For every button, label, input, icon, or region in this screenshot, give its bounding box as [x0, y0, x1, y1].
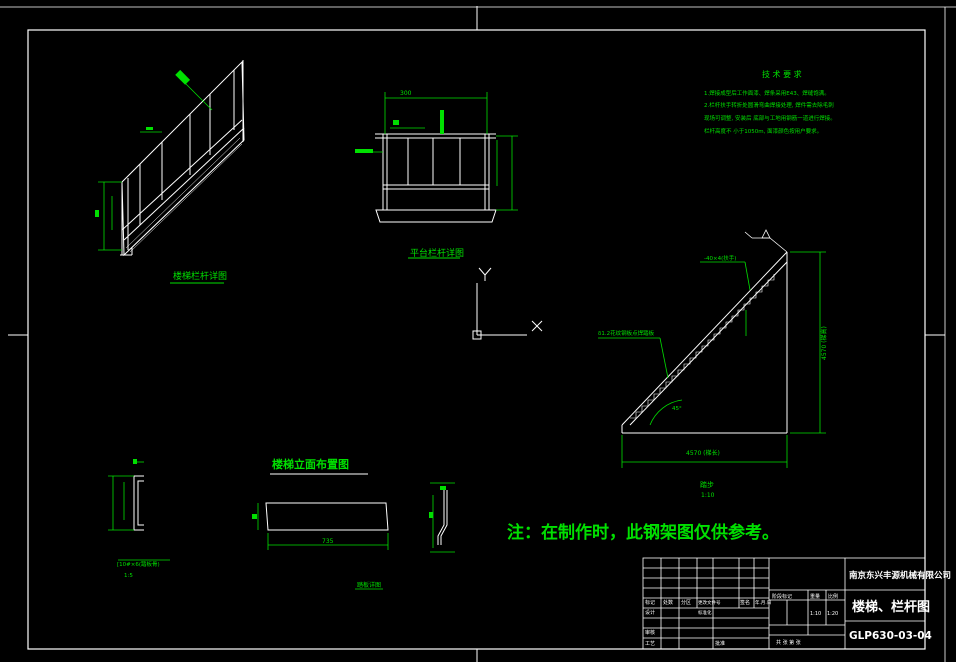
technical-requirements: 技 术 要 求 1.焊接成型后工作面漆、焊条采用E43、焊缝饱满。 2.栏杆扶手… [704, 69, 836, 135]
stair-railing-isometric [120, 60, 245, 257]
channel-section [133, 475, 144, 531]
tb-cell: 年.月.日 [755, 599, 771, 606]
tech-line: 1.焊接成型后工作面漆、焊条采用E43、焊缝饱满。 [704, 89, 830, 97]
company-name: 南京东兴丰源机械有限公司 [849, 570, 951, 581]
platform-railing-elevation [375, 133, 497, 223]
dim-tick [95, 210, 99, 217]
dim-tick [393, 120, 399, 125]
tb-cell: 审核 [645, 629, 655, 636]
dim-tick [133, 459, 137, 464]
main-note: 注：在制作时，此钢架图仅供参考。 [507, 522, 779, 543]
drawing-title: 楼梯、栏杆图 [852, 599, 930, 615]
title-block-cells: 标记 处数 分区 更改文件号 签名 年.月.日 设计 标准化 阶段标记 重量 比… [645, 593, 838, 647]
stair-section-scale: 1:10 [701, 492, 715, 499]
angle-section [437, 490, 448, 545]
tb-cell: 共 张 第 张 [776, 639, 801, 646]
callout-marker [175, 69, 191, 85]
dim-elevation-length: 735 [322, 538, 334, 545]
tb-cell: 比例 [828, 593, 838, 600]
channel-scale: 1:5 [124, 573, 133, 579]
stair-section-label: 踏步 [700, 480, 714, 489]
tb-cell: 阶段标记 [772, 593, 792, 600]
tech-line: 现场可调整, 安装后 底部与工地用钢筋一道进行焊接。 [704, 114, 836, 122]
tread-label: 踏板详图 [357, 581, 381, 589]
stair-elevation-title: 楼梯立面布置图 [272, 457, 349, 471]
dim-stair-height: 4570 (梯高) [820, 326, 828, 360]
platform-railing-detail-label: 平台栏杆详图 [410, 247, 464, 259]
dim-stair-length: 4570 (梯长) [686, 449, 720, 457]
weld-symbol [744, 229, 788, 253]
tb-cell: 更改文件号 [698, 599, 721, 606]
dim-tick [355, 149, 373, 153]
scale-value-2: 1:20 [827, 611, 838, 617]
stair-elevation-dimensions [257, 503, 389, 550]
stair-side-dimensions [598, 251, 826, 468]
channel-label: [10#×6(踏板骨) [117, 560, 160, 568]
tb-cell: 批准 [715, 640, 725, 647]
annot-flat-bar: -40×4(扶手) [704, 254, 736, 262]
scale-value: 1:10 [810, 611, 821, 617]
dim-tick [440, 110, 444, 134]
tb-cell: 重量 [810, 593, 820, 600]
dim-tick [252, 514, 257, 519]
ucs-icon [472, 267, 543, 340]
tech-line: 栏杆高度不 小于1050m, 面漆颜色按用户要求。 [704, 127, 822, 135]
stair-railing-dimensions [98, 79, 213, 251]
tb-cell: 标记 [645, 599, 655, 606]
dim-tick [429, 512, 433, 518]
tech-title: 技 术 要 求 [762, 69, 802, 79]
dim-tick [440, 486, 446, 490]
tb-cell: 设计 [645, 609, 655, 616]
annot-angle: 45° [672, 406, 682, 412]
annot-tread-plate: δ1.2花纹钢板点焊踏板 [598, 329, 655, 337]
stair-railing-detail-label: 楼梯栏杆详图 [173, 270, 227, 282]
drawing-number: GLP630-03-04 [849, 630, 932, 642]
dim-railing-width: 300 [400, 90, 412, 97]
stair-elevation-plate [265, 502, 389, 531]
stair-side-elevation [621, 251, 788, 434]
tb-cell: 签名 [740, 599, 750, 606]
tb-cell: 标准化 [698, 609, 712, 616]
tb-cell: 分区 [681, 599, 691, 606]
tb-cell: 处数 [663, 599, 673, 606]
tb-cell: 工艺 [645, 641, 655, 647]
tech-line: 2.栏杆扶手转折处圆滑弯曲焊接处理, 焊件需去除毛刺 [704, 101, 834, 109]
title-block [642, 557, 926, 650]
drawing-frame [0, 6, 956, 662]
dim-tick [146, 127, 153, 130]
platform-railing-dimensions [355, 92, 518, 211]
angle-dimensions [430, 482, 455, 553]
